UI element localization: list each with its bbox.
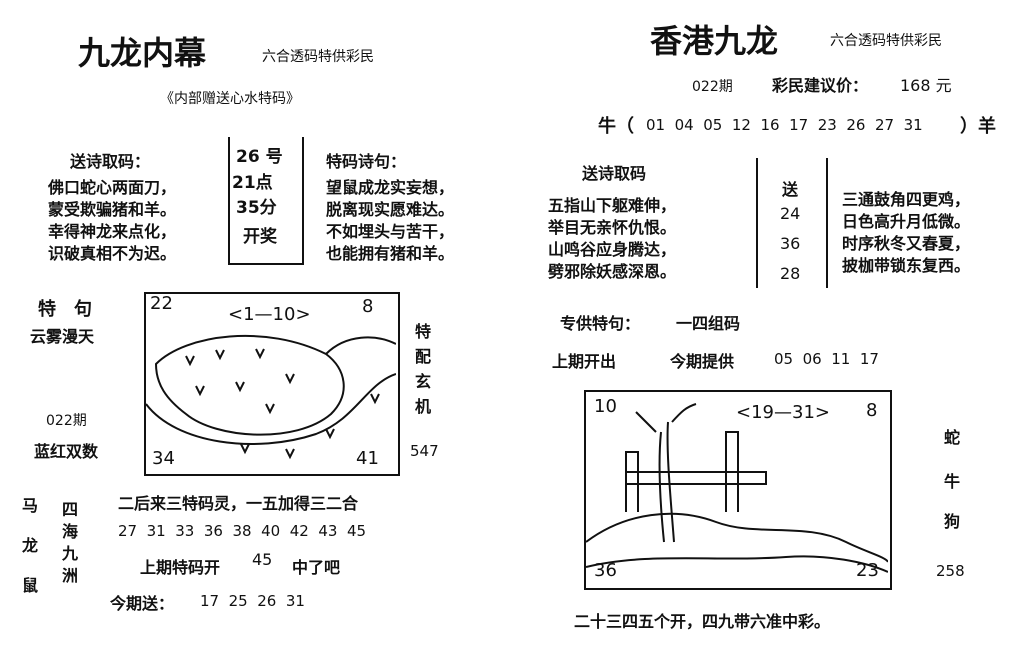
right-this-provide: 今期提供 (670, 352, 735, 371)
right-price-label: 彩民建议价： (772, 76, 869, 95)
right-poem2-line: 日色高升月低微。 (842, 212, 971, 231)
left-tema-line: 望鼠成龙实妄想， (326, 178, 455, 197)
left-side-char: 特 (415, 322, 432, 341)
right-provide-numbers: 05 06 11 17 (774, 350, 879, 368)
left-pic-label-tl: 22 (150, 293, 173, 314)
left-number-box-line: 21点 (232, 173, 273, 193)
left-send-numbers: 17 25 26 31 (200, 592, 305, 610)
left-zodiac: 龙 (22, 536, 39, 555)
right-poem2-line: 三通鼓角四更鸡， (842, 190, 971, 209)
left-side-char: 配 (415, 347, 432, 366)
left-pic-label-tr: 8 (362, 296, 374, 317)
right-poem-line: 五指山下躯难伸， (548, 196, 677, 215)
left-poem-line: 识破真相不为迟。 (48, 244, 177, 263)
right-ox-numbers: 01 04 05 12 16 17 23 26 27 31 (646, 116, 923, 134)
right-pic-label-top: <19—31> (736, 402, 830, 423)
left-sea-char: 洲 (62, 566, 79, 585)
left-send-label: 今期送： (110, 594, 175, 613)
left-last-value: 45 (252, 550, 273, 569)
left-sea-char: 九 (62, 544, 79, 563)
left-sea-char: 四 (62, 500, 79, 519)
right-price-value: 168 元 (900, 76, 952, 95)
right-send-box-line: 28 (780, 264, 801, 283)
left-poem-header: 送诗取码： (70, 152, 151, 171)
left-zodiac: 鼠 (22, 576, 39, 595)
right-poem-line: 劈邪除妖感深恩。 (548, 262, 677, 281)
right-zodiac: 狗 (944, 512, 961, 531)
right-poem-line: 举目无亲怀仇恨。 (548, 218, 677, 237)
left-tema-line: 脱离现实愿难达。 (326, 200, 455, 219)
right-poem-line: 山鸣谷应身腾达， (548, 240, 677, 259)
right-special-label: 专供特句： (560, 314, 641, 333)
right-send-box-line: 36 (780, 234, 801, 253)
left-picture-drawing (146, 334, 396, 460)
right-zodiac: 蛇 (944, 428, 961, 447)
left-zodiac: 马 (22, 496, 39, 515)
right-pic-label-tr: 8 (866, 400, 878, 421)
left-number-box-line: 开奖 (243, 227, 277, 247)
right-send-box-line: 送 (782, 180, 799, 199)
left-bracket-note: 《内部赠送心水特码》 (160, 91, 300, 107)
right-picture-drawing (586, 403, 888, 573)
right-last-open: 上期开出 (552, 352, 617, 371)
right-ox-start: 牛（ (598, 116, 634, 137)
left-pic-label-top: <1—10> (228, 304, 311, 325)
right-pic-label-tl: 10 (594, 396, 617, 417)
right-issue: 022期 (692, 79, 733, 95)
left-poem-line: 佛口蛇心两面刀， (48, 178, 177, 197)
left-sea-char: 海 (62, 522, 79, 541)
right-poem-header: 送诗取码 (582, 164, 647, 183)
left-tema-line: 不如埋头与苦干， (326, 222, 455, 241)
right-side-number: 258 (936, 562, 965, 580)
right-picture-frame (584, 390, 892, 590)
right-bottom-line: 二十三四五个开，四九带六准中彩。 (574, 612, 831, 631)
right-subtitle: 六合透码特供彩民 (830, 33, 942, 49)
right-title: 香港九龙 (650, 22, 779, 60)
left-poem-hint: 二后来三特码灵，一五加得三二合 (118, 494, 359, 513)
left-picture-frame (144, 292, 400, 476)
right-send-box (756, 158, 828, 288)
left-subtitle: 六合透码特供彩民 (262, 49, 374, 65)
left-number-box (228, 137, 304, 265)
left-issue: 022期 (46, 413, 87, 429)
left-last-tail: 中了吧 (292, 558, 341, 577)
right-poem2-line: 时序秋冬又春夏， (842, 234, 971, 253)
left-teju-label: 特 句 (38, 299, 92, 320)
left-color-hint: 蓝红双数 (34, 442, 99, 461)
left-side-char: 机 (415, 397, 432, 416)
right-pic-label-br: 23 (856, 560, 879, 581)
left-poem-line: 蒙受欺骗猪和羊。 (48, 200, 177, 219)
left-number-box-line: 35分 (236, 198, 277, 218)
right-special-value: 一四组码 (676, 314, 741, 333)
left-side-number: 547 (410, 442, 439, 460)
left-pic-label-bl: 34 (152, 448, 175, 469)
left-last-label: 上期特码开 (140, 558, 221, 577)
left-pic-label-br: 41 (356, 448, 379, 469)
left-poem-line: 幸得神龙来点化， (48, 222, 177, 241)
left-number-box-line: 26 号 (236, 147, 283, 167)
right-poem2-line: 披枷带锁东复西。 (842, 256, 971, 275)
left-teju-value: 云雾漫天 (30, 327, 95, 346)
right-zodiac: 牛 (944, 472, 961, 491)
right-ox-end: ）羊 (960, 116, 996, 137)
left-side-char: 玄 (415, 372, 432, 391)
left-numbers-line: 27 31 33 36 38 40 42 43 45 (118, 522, 367, 540)
right-pic-label-bl: 36 (594, 560, 617, 581)
left-tema-header: 特码诗句： (326, 152, 407, 171)
left-tema-line: 也能拥有猪和羊。 (326, 244, 455, 263)
right-send-box-line: 24 (780, 204, 801, 223)
left-title: 九龙内幕 (78, 34, 207, 72)
